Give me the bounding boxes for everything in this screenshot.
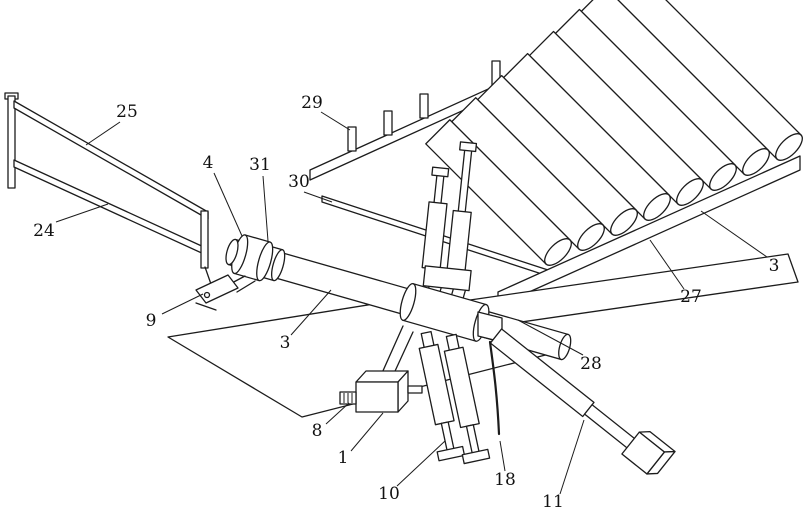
tube [554, 8, 737, 191]
rail-post-left [7, 95, 16, 189]
piston-rod [465, 424, 480, 455]
box-front [355, 381, 399, 413]
tube-end [709, 163, 737, 191]
piston-rod [433, 173, 445, 206]
leader-25 [85, 121, 121, 146]
stop-tabs [347, 60, 501, 152]
guard-rail [4, 92, 213, 288]
leader-27 [649, 239, 685, 290]
collar-ring-flange [270, 249, 286, 282]
leader-18 [499, 440, 506, 472]
stop-tab [419, 93, 429, 119]
leader-1 [350, 412, 384, 452]
part-label-3-right: 3 [769, 256, 780, 276]
stop-tab [347, 126, 357, 152]
stop-tab [383, 110, 393, 136]
sleeve-flange [399, 283, 417, 321]
drop-rod [488, 340, 501, 436]
tube-end [577, 223, 605, 251]
bracket-base [195, 302, 217, 311]
leader-9 [161, 293, 204, 315]
leader-29 [320, 111, 351, 131]
part-label-25: 25 [116, 102, 138, 122]
part-label-4: 4 [203, 153, 214, 173]
upper-cylinders [421, 141, 478, 292]
leader-8 [325, 402, 350, 425]
part-label-18: 18 [494, 470, 516, 490]
part-label-28: 28 [580, 354, 602, 374]
part-label-9: 9 [146, 311, 157, 331]
part-label-11: 11 [542, 492, 564, 512]
leader-lines [55, 111, 768, 495]
part-label-31: 31 [249, 155, 271, 175]
piston-rod [440, 421, 455, 452]
part-labels: 25 24 4 31 30 29 3 27 28 9 3 8 1 10 18 1… [33, 93, 779, 512]
cylinder-body [421, 201, 448, 271]
leader-3-right [700, 210, 768, 258]
leader-24 [55, 203, 109, 223]
tube-stack [425, 0, 803, 266]
roller-end-cap [558, 333, 572, 361]
part-label-8: 8 [312, 421, 323, 441]
rod-cap [431, 166, 450, 178]
leader-4 [213, 172, 243, 237]
collar-flange [231, 234, 249, 275]
leader-30 [303, 191, 333, 203]
part-label-24: 24 [33, 221, 55, 241]
collar-flange [256, 241, 274, 282]
leader-28 [517, 319, 584, 356]
tube [451, 97, 605, 251]
part-label-30: 30 [288, 172, 310, 192]
clamp-yoke [422, 265, 472, 292]
part-label-1: 1 [338, 448, 349, 468]
leader-3-center [290, 289, 332, 336]
rail-top [13, 100, 209, 220]
bracket-pin [203, 291, 211, 299]
push-arm [489, 328, 676, 475]
leader-10 [396, 440, 446, 487]
foot-plate [461, 448, 491, 465]
bracket-plate [195, 274, 239, 304]
tube-end [742, 148, 770, 176]
roller-end-cap [225, 238, 239, 266]
foot-plate [436, 445, 466, 462]
part-label-10: 10 [378, 484, 400, 504]
lower-cylinders [418, 330, 491, 465]
tube [425, 119, 572, 266]
leader-11 [559, 419, 585, 495]
part-label-3-center: 3 [280, 333, 291, 353]
hinge-bracket [195, 274, 256, 311]
rod-cap [459, 141, 478, 153]
tube-end [610, 208, 638, 236]
rail-post-right [200, 210, 209, 269]
box-shaft [407, 385, 423, 394]
tube-end [544, 238, 572, 266]
tube-end [676, 178, 704, 206]
arm-end-block [621, 431, 666, 475]
part-label-29: 29 [301, 93, 323, 113]
leader-31 [262, 175, 269, 242]
part-label-27: 27 [680, 287, 702, 307]
